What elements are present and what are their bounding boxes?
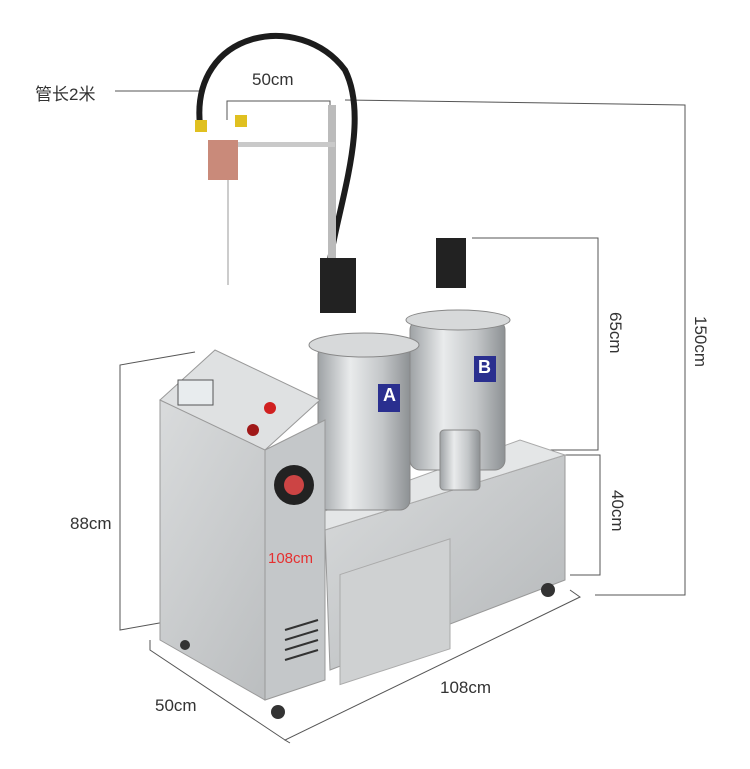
hose-length-label: 管长2米 [35, 85, 96, 104]
arm-length-label: 50cm [252, 70, 294, 89]
depth-label: 50cm [155, 696, 197, 715]
length-label: 108cm [440, 678, 492, 697]
cabinet-height-label: 88cm [70, 514, 112, 533]
base-height-label: 40cm [608, 490, 627, 532]
inner-length-label: 108cm [268, 550, 314, 567]
tank-height-label: 65cm [606, 312, 625, 354]
total-height-label: 150cm [691, 316, 710, 368]
tank-b-label: B [478, 357, 491, 377]
tank-a-label: A [383, 385, 396, 405]
